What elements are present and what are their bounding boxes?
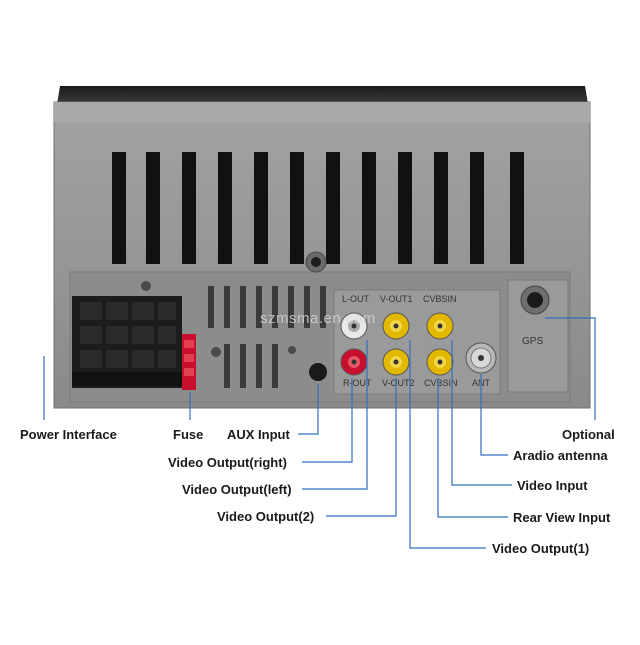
leader-aux [298, 384, 319, 435]
rca-v-out2 [382, 348, 410, 376]
aux-jack [309, 363, 327, 381]
marking-cvbsin-2: CVBSIN [424, 378, 458, 388]
label-power-interface: Power Interface [20, 427, 117, 442]
gps-jack [520, 285, 550, 315]
rca-port-panel [333, 289, 501, 395]
rca-r-out [340, 348, 368, 376]
label-aradio-antenna: Aradio antenna [513, 448, 608, 463]
label-video-output-1: Video Output(1) [492, 541, 590, 556]
lower-vents [208, 286, 326, 388]
leader-video-input [451, 340, 512, 486]
label-rear-view-input: Rear View Input [513, 510, 611, 525]
fuse-screw [211, 347, 221, 357]
rca-cvbsin-top [426, 312, 454, 340]
marking-cvbsin: CVBSIN [423, 294, 457, 304]
rca-l-out [340, 312, 368, 340]
leader-video-left [302, 340, 368, 490]
power-screw [141, 281, 151, 291]
power-connector [72, 296, 182, 388]
body-upper-band [54, 102, 590, 122]
heatsink-slots [112, 152, 524, 264]
aux-screw [288, 346, 296, 354]
label-video-input: Video Input [517, 478, 588, 493]
leader-video-2 [326, 378, 397, 517]
top-lip [57, 86, 588, 104]
label-video-output-right: Video Output(right) [168, 455, 287, 470]
fuse-holder [182, 334, 196, 390]
leader-optional [545, 317, 596, 420]
leader-video-1 [409, 340, 486, 549]
label-video-output-left: Video Output(left) [182, 482, 292, 497]
marking-r-out: R-OUT [343, 378, 372, 388]
rca-v-out1 [382, 312, 410, 340]
antenna-jack [465, 342, 497, 374]
rca-cvbsin-bottom [426, 348, 454, 376]
leader-rear-view [437, 378, 508, 518]
leader-lines [43, 317, 596, 549]
marking-gps: GPS [522, 336, 543, 347]
label-fuse: Fuse [173, 427, 204, 442]
marking-v-out2: V-OUT2 [382, 378, 415, 388]
label-aux-input: AUX Input [227, 427, 290, 442]
label-video-output-2: Video Output(2) [217, 509, 315, 524]
marking-l-out: L-OUT [342, 294, 370, 304]
watermark: szmsma.en.com [260, 310, 376, 327]
leader-antenna [480, 374, 508, 456]
label-optional: Optional [562, 427, 615, 442]
marking-v-out1: V-OUT1 [380, 294, 413, 304]
leader-video-right [302, 378, 353, 463]
